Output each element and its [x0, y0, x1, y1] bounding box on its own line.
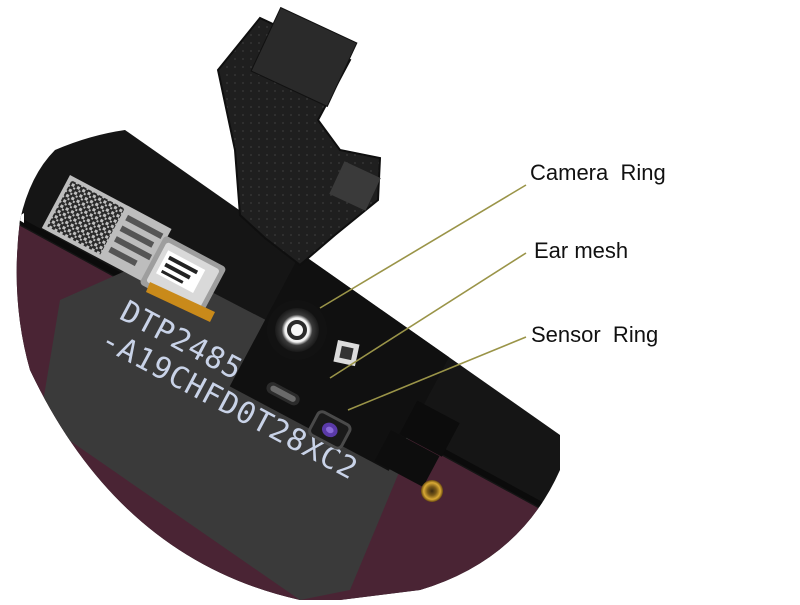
ear-leader-line	[329, 252, 527, 379]
qr-code	[47, 180, 125, 255]
leader-lines	[319, 184, 527, 411]
camera-ring	[267, 300, 327, 360]
sensor-leader-line	[347, 336, 527, 411]
sensor-ring	[308, 410, 352, 450]
gold-screw	[421, 480, 443, 502]
ear-mesh-label: Ear mesh	[534, 238, 629, 263]
small-square-component	[333, 340, 360, 367]
camera-ring-label: Camera Ring	[530, 160, 666, 185]
ear-mesh	[266, 382, 300, 406]
serial-sticker	[40, 260, 420, 600]
flex-cable	[216, 6, 382, 267]
sensor-ring-label: Sensor Ring	[531, 322, 659, 347]
camera-leader-line	[319, 184, 527, 309]
